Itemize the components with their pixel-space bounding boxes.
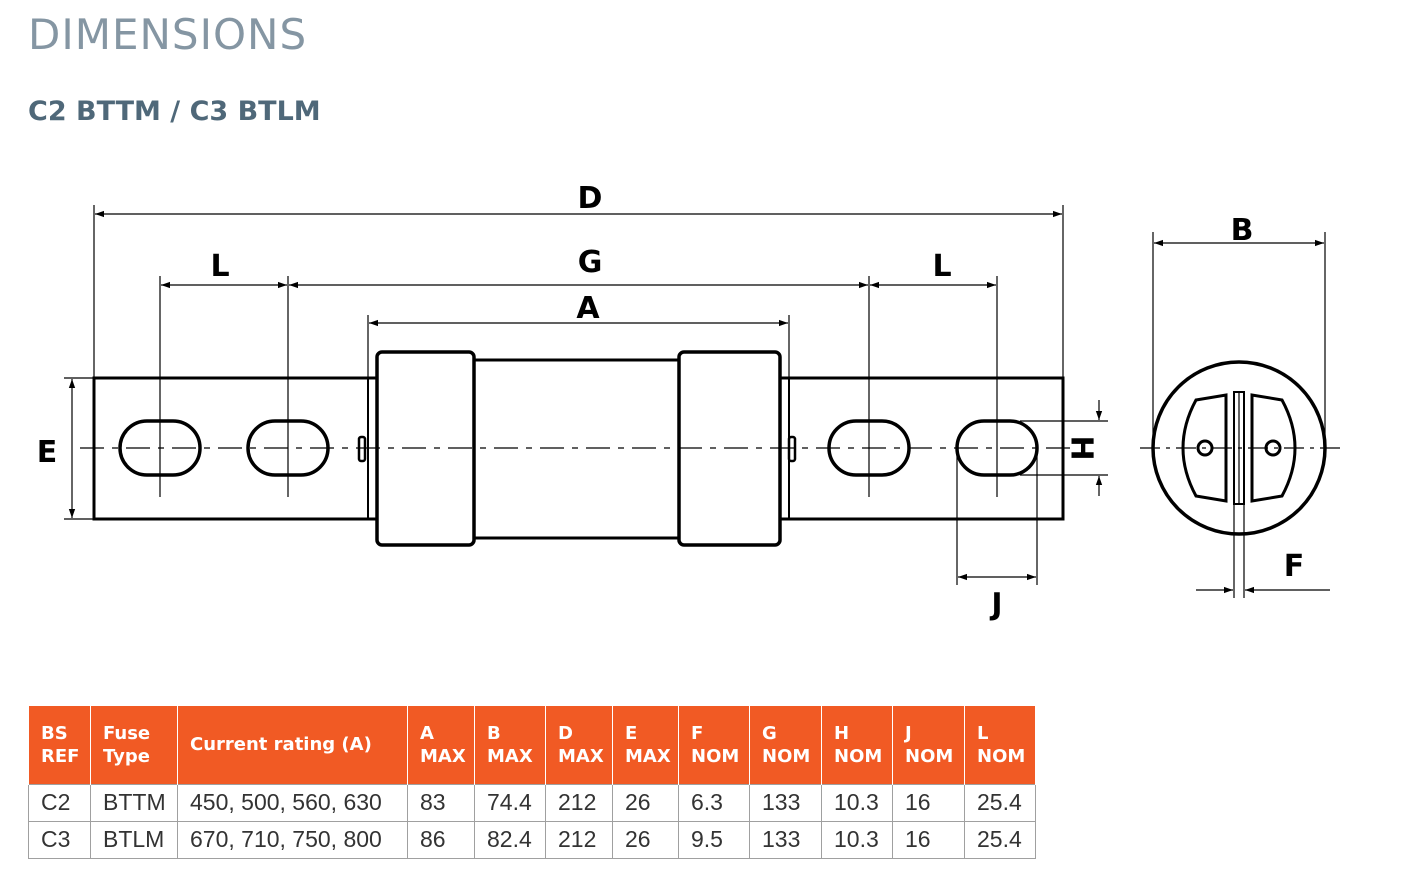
column-header-text: MAX bbox=[625, 745, 671, 767]
table-cell: 133 bbox=[749, 820, 822, 859]
table-cell: 25.4 bbox=[964, 783, 1036, 822]
table-cell: C2 bbox=[28, 783, 91, 822]
table-cell: 9.5 bbox=[678, 820, 750, 859]
end-view-dimensions bbox=[1152, 232, 1330, 598]
table-cell: BTTM bbox=[90, 783, 178, 822]
column-header-text: NOM bbox=[905, 745, 954, 767]
table-cell: C3 bbox=[28, 820, 91, 859]
table-cell: 670, 710, 750, 800 bbox=[177, 820, 408, 859]
column-header-text: L bbox=[977, 722, 989, 744]
dim-label-f: F bbox=[1284, 549, 1305, 584]
dim-label-l-right: L bbox=[932, 249, 951, 284]
table-cell: 16 bbox=[892, 820, 965, 859]
page-title: DIMENSIONS bbox=[28, 10, 308, 59]
dim-label-a: A bbox=[576, 291, 600, 326]
column-header-text: B bbox=[487, 722, 501, 744]
column-header-text: REF bbox=[41, 745, 80, 767]
column-header-text: BS bbox=[41, 722, 68, 744]
dim-label-j: J bbox=[989, 587, 1002, 622]
fuse-dimension-drawing: D L G L A E H J B F bbox=[37, 181, 1340, 622]
table-cell: 86 bbox=[407, 820, 475, 859]
fuse-barrel bbox=[470, 358, 682, 540]
table-cell: 450, 500, 560, 630 bbox=[177, 783, 408, 822]
column-header-text: D bbox=[558, 722, 573, 744]
column-header: Current rating (A) bbox=[177, 706, 408, 784]
dim-label-g: G bbox=[578, 245, 603, 280]
column-header-text: NOM bbox=[977, 745, 1026, 767]
table-cell: 212 bbox=[545, 820, 613, 859]
dim-label-e: E bbox=[37, 435, 58, 470]
table-cell: 6.3 bbox=[678, 783, 750, 822]
left-indicator bbox=[357, 435, 367, 463]
table-cell: 212 bbox=[545, 783, 613, 822]
column-header-text: NOM bbox=[762, 745, 811, 767]
column-header-text: J bbox=[905, 722, 912, 744]
fuse-side-view bbox=[80, 276, 1070, 547]
table-cell: 82.4 bbox=[474, 820, 546, 859]
column-header-text: F bbox=[691, 722, 704, 744]
column-header-text: Current rating (A) bbox=[190, 734, 372, 756]
dim-label-l-left: L bbox=[210, 249, 229, 284]
column-header-text: Fuse bbox=[103, 722, 151, 744]
right-indicator bbox=[787, 435, 797, 463]
table-cell: 133 bbox=[749, 783, 822, 822]
dim-label-h: H bbox=[1064, 435, 1099, 460]
dim-label-d: D bbox=[578, 181, 603, 216]
column-header-text: H bbox=[834, 722, 850, 744]
page-subtitle: C2 BTTM / C3 BTLM bbox=[28, 96, 321, 127]
column-header-text: NOM bbox=[691, 745, 740, 767]
column-header-text: MAX bbox=[487, 745, 533, 767]
column-header-text: A bbox=[420, 722, 434, 744]
dimension-lines bbox=[64, 205, 1108, 585]
end-view-contact bbox=[1181, 393, 1228, 503]
table-cell: 16 bbox=[892, 783, 965, 822]
table-cell: 10.3 bbox=[821, 820, 893, 859]
table-cell: 26 bbox=[612, 820, 679, 859]
table-cell: BTLM bbox=[90, 820, 178, 859]
table-cell: 25.4 bbox=[964, 820, 1036, 859]
table-cell: 10.3 bbox=[821, 783, 893, 822]
fuse-end-view bbox=[1140, 360, 1340, 536]
column-header-text: E bbox=[625, 722, 638, 744]
column-header-text: MAX bbox=[558, 745, 604, 767]
column-header-text: G bbox=[762, 722, 777, 744]
end-view-contact bbox=[1250, 393, 1297, 503]
table-cell: 74.4 bbox=[474, 783, 546, 822]
dim-label-b: B bbox=[1231, 213, 1254, 248]
column-header-text: MAX bbox=[420, 745, 466, 767]
column-header-text: Type bbox=[103, 745, 150, 767]
table-cell: 26 bbox=[612, 783, 679, 822]
table-cell: 83 bbox=[407, 783, 475, 822]
column-header-text: NOM bbox=[834, 745, 883, 767]
